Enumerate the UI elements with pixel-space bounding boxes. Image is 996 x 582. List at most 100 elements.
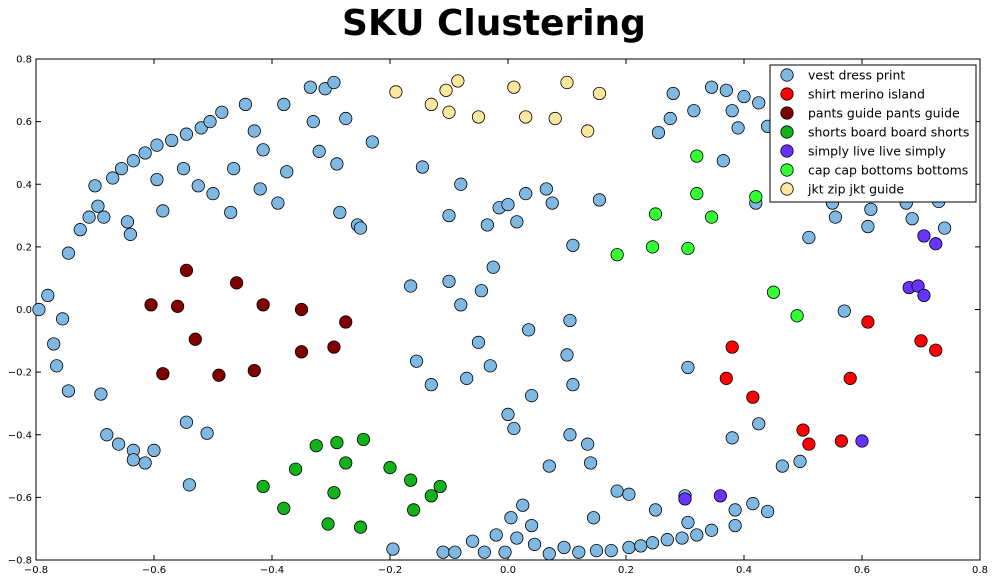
data-point: [144, 298, 158, 312]
data-point: [50, 359, 64, 373]
legend-marker: [780, 144, 794, 158]
data-point: [542, 547, 556, 561]
data-point: [306, 115, 320, 129]
data-point: [843, 371, 857, 385]
data-point: [645, 536, 660, 550]
data-point: [690, 149, 704, 163]
data-point: [179, 127, 194, 141]
legend-entry: pants guide pants guide: [780, 106, 960, 121]
data-point: [150, 172, 164, 187]
data-point: [861, 219, 875, 234]
data-point: [681, 360, 695, 375]
data-point: [88, 179, 102, 193]
data-point: [206, 187, 220, 201]
data-point: [277, 97, 291, 112]
data-point: [327, 486, 341, 500]
data-point: [156, 204, 170, 218]
y-tick-label: 0.2: [16, 242, 32, 253]
series-3: [256, 432, 447, 534]
data-point: [510, 215, 524, 229]
data-point: [542, 459, 556, 473]
data-point: [230, 276, 244, 290]
data-point: [545, 196, 559, 210]
data-point: [294, 302, 309, 317]
data-point: [704, 80, 719, 94]
y-tick-label: 0.0: [16, 305, 32, 316]
data-point: [510, 531, 524, 545]
legend-entry: shirt merino island: [780, 87, 925, 102]
data-point: [203, 115, 217, 129]
data-point: [581, 124, 595, 138]
data-point: [483, 359, 497, 373]
data-point: [719, 83, 733, 97]
data-point: [179, 263, 194, 277]
data-point: [793, 454, 807, 468]
data-point: [61, 246, 76, 260]
data-point: [471, 335, 486, 349]
series-6: [389, 74, 607, 138]
data-point: [288, 462, 303, 476]
data-point: [725, 431, 739, 445]
data-point: [327, 75, 341, 90]
legend-label: jkt zip jkt guide: [807, 182, 904, 197]
data-point: [389, 85, 403, 99]
data-point: [566, 378, 580, 392]
data-point: [914, 334, 928, 348]
data-point: [548, 111, 562, 126]
y-tick-label: −0.4: [8, 430, 32, 441]
data-point: [704, 523, 719, 537]
data-point: [681, 241, 695, 256]
data-point: [855, 434, 869, 448]
data-point: [737, 89, 751, 104]
data-point: [454, 177, 468, 191]
data-point: [339, 111, 353, 126]
data-point: [227, 161, 241, 176]
data-point: [333, 205, 347, 220]
data-point: [704, 210, 719, 224]
data-point: [123, 227, 137, 241]
data-point: [834, 434, 848, 448]
data-point: [929, 343, 943, 357]
legend-marker: [780, 87, 794, 101]
data-point: [864, 202, 878, 216]
data-point: [648, 503, 663, 517]
data-point: [188, 332, 202, 346]
data-point: [280, 165, 294, 179]
data-point: [911, 279, 925, 293]
data-point: [55, 312, 70, 326]
data-point: [309, 439, 323, 453]
data-point: [498, 545, 512, 559]
data-point: [622, 487, 636, 501]
data-point: [415, 160, 430, 174]
data-point: [356, 432, 371, 447]
data-point: [138, 146, 152, 160]
series-5: [610, 149, 804, 323]
series-1: [719, 315, 943, 451]
y-tick-label: 0.4: [16, 180, 32, 191]
data-point: [256, 479, 270, 494]
data-point: [61, 384, 76, 398]
data-point: [179, 415, 194, 429]
data-point: [442, 105, 456, 119]
data-point: [404, 279, 418, 293]
data-point: [522, 323, 536, 337]
data-point: [126, 154, 140, 168]
data-point: [465, 534, 480, 548]
data-point: [539, 182, 553, 196]
data-point: [150, 138, 164, 152]
data-point: [645, 240, 660, 254]
data-point: [215, 105, 229, 119]
data-point: [474, 284, 489, 298]
x-tick-label: 0.0: [500, 565, 516, 576]
data-point: [424, 378, 438, 392]
data-point: [386, 542, 400, 556]
legend-marker: [780, 68, 794, 82]
series-0: [32, 75, 952, 561]
data-point: [725, 340, 739, 354]
data-point: [507, 80, 521, 94]
data-point: [610, 484, 624, 498]
data-point: [678, 492, 692, 506]
data-point: [586, 511, 601, 525]
legend-label: shirt merino island: [808, 87, 925, 102]
